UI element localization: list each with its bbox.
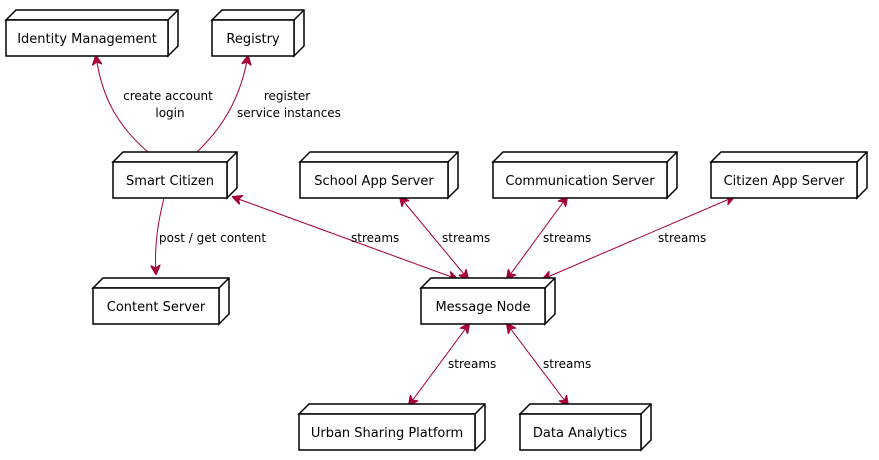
node-label-urban-sharing-platform: Urban Sharing Platform [311,426,463,441]
node-citizen-app-server: Citizen App Server [709,151,868,200]
node-label-registry: Registry [226,32,280,47]
node-label-citizen-app-server: Citizen App Server [724,174,845,189]
node-school-app-server: School App Server [298,151,459,200]
node-identity-management: Identity Management [4,9,179,58]
edge-label-login: login [155,106,184,120]
edge-label-streams-school: streams [442,231,490,245]
edge-label-streams-citizen-app: streams [658,231,706,245]
edge-label-register: register [264,89,310,103]
node-label-message-node: Message Node [435,300,530,315]
node-message-node: Message Node [419,277,556,326]
edge-label-streams-smart-citizen: streams [351,231,399,245]
node-communication-server: Communication Server [491,151,678,200]
edge-label-service-instances: service instances [237,106,341,120]
edge-smart-citizen-identity [96,56,149,153]
node-data-analytics: Data Analytics [518,403,652,452]
edge-smart-citizen-message [233,197,457,279]
edge-smart-citizen-registry [196,56,248,153]
edge-school-message [400,197,468,279]
node-label-communication-server: Communication Server [505,174,655,189]
node-label-school-app-server: School App Server [314,174,434,189]
edge-message-analytics [507,324,568,405]
edge-label-streams-urban: streams [448,357,496,371]
edge-citizen-app-message [543,197,734,279]
edge-label-streams-analytics: streams [543,357,591,371]
node-label-content-server: Content Server [107,300,206,315]
edge-smart-citizen-content [155,197,165,274]
edge-label-post-get-content: post / get content [159,231,266,245]
node-registry: Registry [210,9,305,58]
node-label-identity-management: Identity Management [17,32,157,47]
edge-label-streams-communication: streams [543,231,591,245]
edge-label-create-account: create account [123,89,213,103]
edge-message-urban [409,324,469,405]
node-label-data-analytics: Data Analytics [533,426,627,441]
node-urban-sharing-platform: Urban Sharing Platform [297,403,486,452]
node-content-server: Content Server [91,277,230,326]
node-label-smart-citizen: Smart Citizen [126,174,214,189]
node-smart-citizen: Smart Citizen [111,151,238,200]
